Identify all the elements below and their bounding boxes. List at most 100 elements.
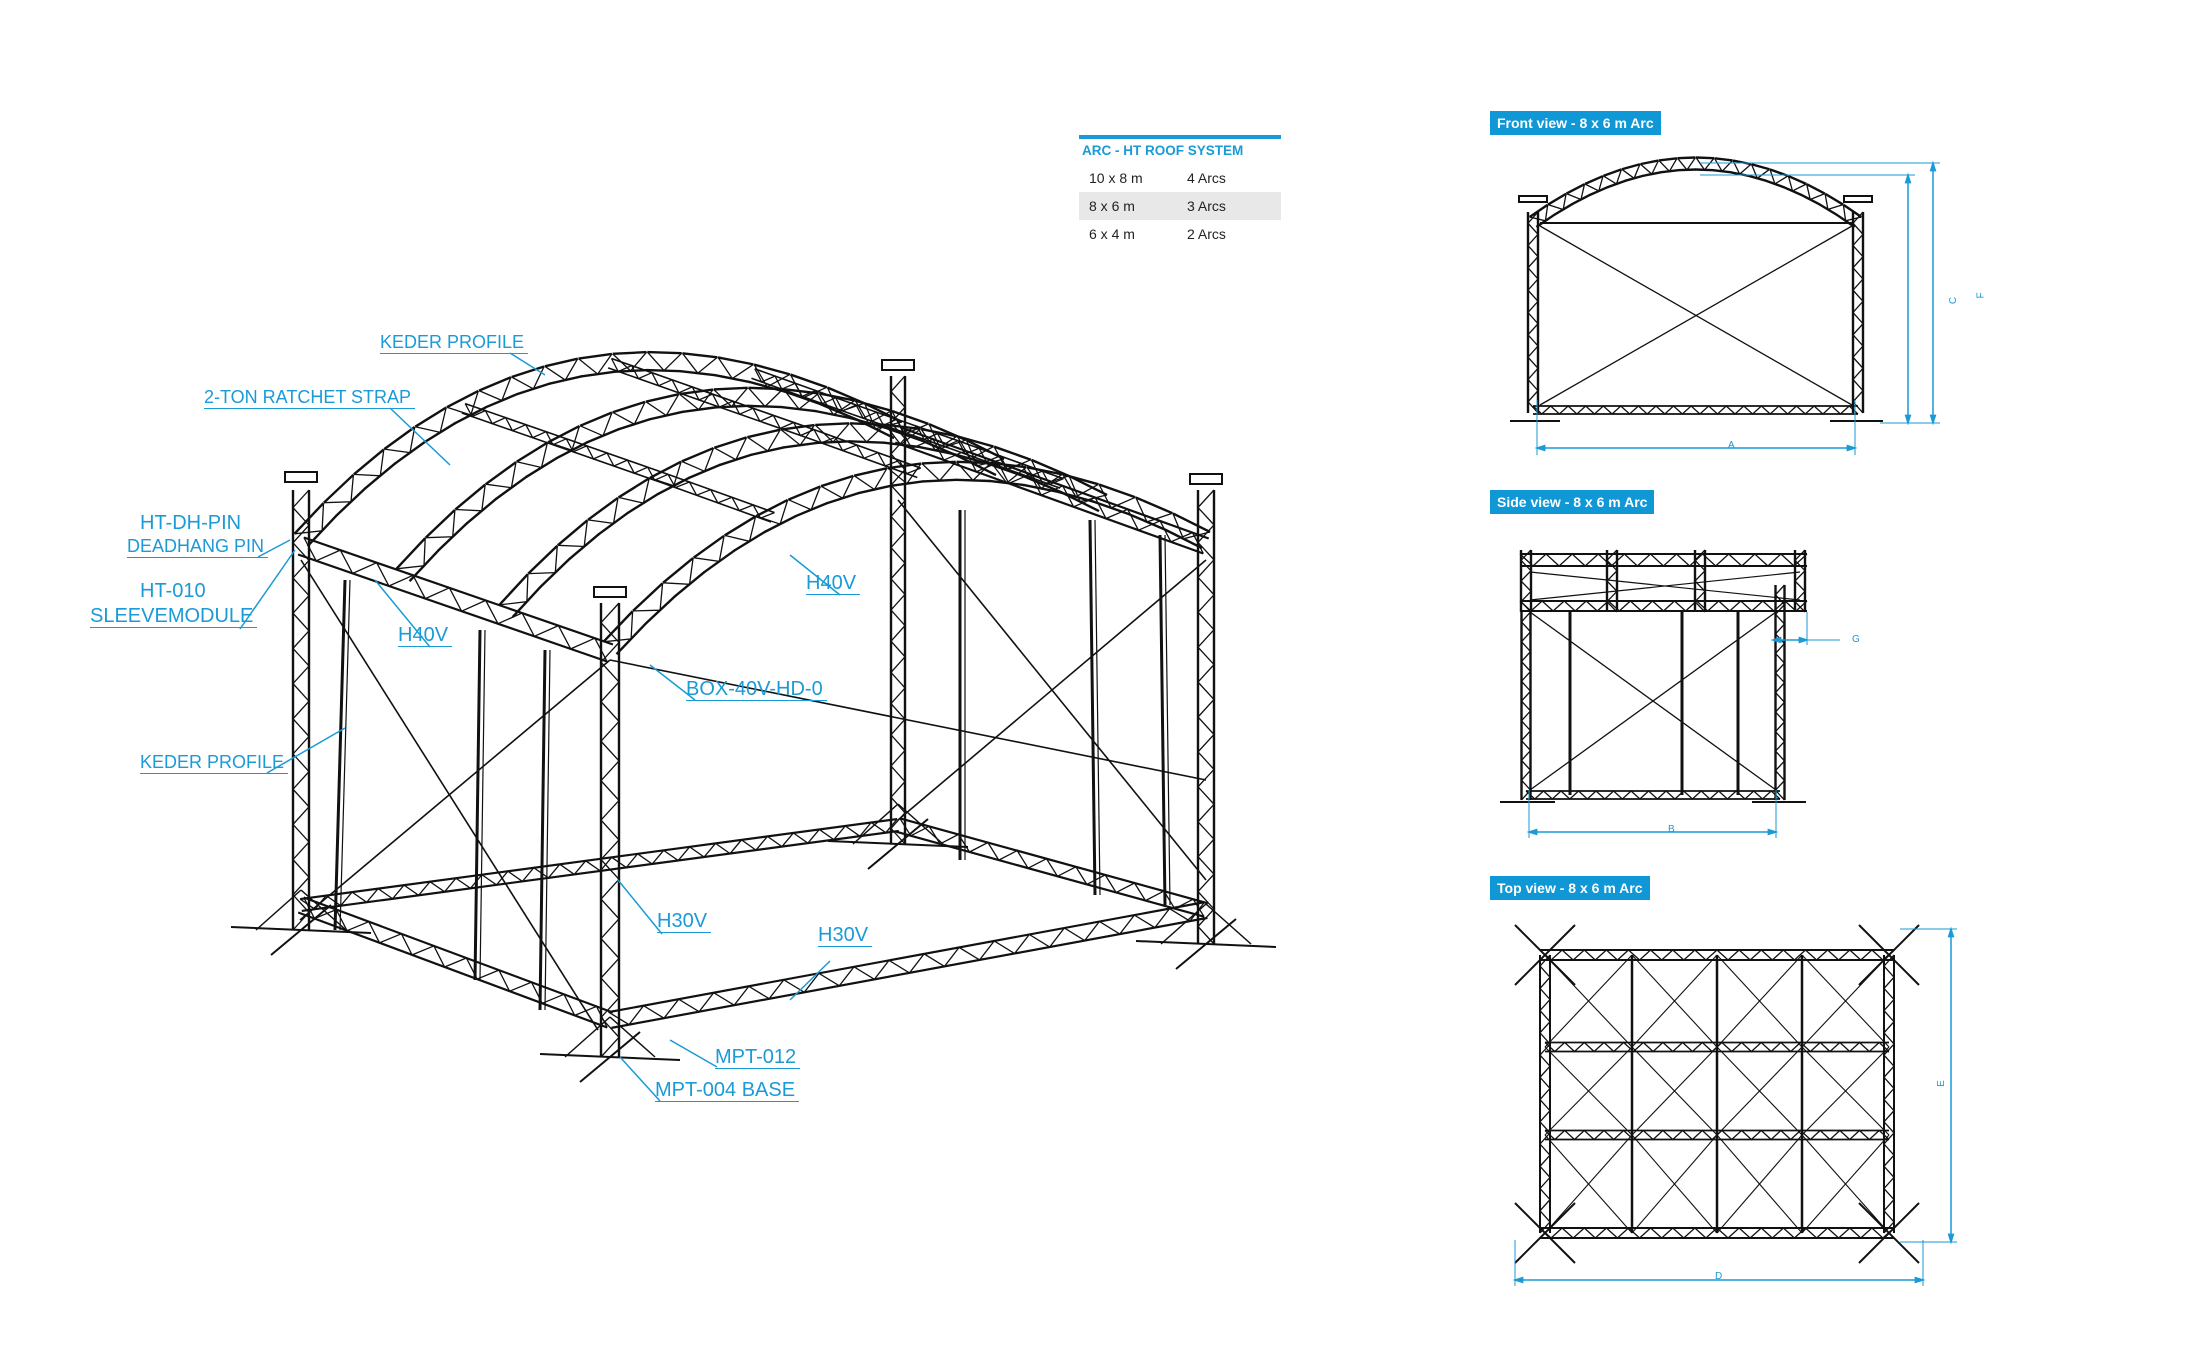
dimension-arrow xyxy=(1914,1276,1926,1284)
size-cell: 8 x 6 m xyxy=(1089,198,1135,214)
arc-segment xyxy=(747,386,784,409)
truss-lacing xyxy=(1520,549,1532,613)
dimension-arrow xyxy=(1947,926,1955,938)
side-column xyxy=(1520,611,1532,801)
truss-chord xyxy=(353,448,385,476)
truss-chord xyxy=(993,445,1032,461)
truss-lacing xyxy=(1769,169,1789,185)
truss-lacing xyxy=(579,412,613,437)
top-brace xyxy=(1716,1134,1803,1234)
purlin xyxy=(461,402,567,449)
arc-segment xyxy=(617,477,660,514)
top-plate xyxy=(284,471,318,483)
arc-segment xyxy=(1835,203,1863,228)
truss-chord xyxy=(1565,183,1586,195)
eave-beam xyxy=(297,536,614,663)
truss-lacing xyxy=(820,475,854,500)
dimension-lines xyxy=(1512,160,1957,1286)
top-brace xyxy=(1544,954,1633,1048)
truss-lacing xyxy=(544,358,579,382)
arc-segment xyxy=(680,352,718,377)
dimension-arrow xyxy=(1534,444,1546,452)
truss-chord xyxy=(547,425,580,444)
arc-segment xyxy=(713,436,753,467)
truss-lacing xyxy=(1135,497,1173,523)
outrigger xyxy=(270,904,332,956)
base-beam xyxy=(608,901,1208,1029)
truss-lacing xyxy=(603,611,634,643)
truss-lacing xyxy=(618,478,650,504)
arc-segment xyxy=(1057,473,1099,503)
arcs-cell: 2 Arcs xyxy=(1187,226,1226,242)
truss-chord xyxy=(820,474,854,488)
top-brace xyxy=(1631,954,1718,1048)
top-plate xyxy=(881,359,915,371)
arc-segment xyxy=(1528,203,1556,228)
truss-lacing xyxy=(849,422,886,443)
truss-lacing xyxy=(681,447,715,473)
outrigger xyxy=(867,818,929,870)
truss-lacing xyxy=(884,424,921,446)
truss-chord xyxy=(956,460,991,465)
truss-chord xyxy=(1528,203,1549,219)
top-plate xyxy=(1843,195,1873,203)
truss-lacing xyxy=(299,818,898,911)
top-plate xyxy=(1189,473,1223,485)
keder-upright xyxy=(1164,534,1171,906)
truss-lacing xyxy=(1676,157,1697,171)
truss-chord xyxy=(484,461,517,486)
truss-lacing xyxy=(415,407,447,434)
truss-chord xyxy=(464,402,567,440)
truss-chord xyxy=(414,406,447,428)
truss-lacing xyxy=(713,387,749,408)
truss-lacing xyxy=(1520,611,1532,801)
truss-chord xyxy=(454,483,486,511)
truss-lacing xyxy=(1621,163,1641,180)
leader-line xyxy=(619,1056,661,1102)
truss-lacing xyxy=(1068,475,1108,503)
truss-lacing xyxy=(292,489,310,931)
outrigger xyxy=(1858,924,1920,986)
truss-chord xyxy=(1824,192,1844,206)
truss-chord xyxy=(662,557,694,584)
side-brace xyxy=(1529,611,1777,791)
truss-chord xyxy=(515,441,549,463)
truss-chord xyxy=(478,376,512,392)
truss-chord xyxy=(1062,473,1099,486)
leader-line xyxy=(789,960,831,1001)
size-cell: 10 x 8 m xyxy=(1089,170,1143,186)
truss-lacing xyxy=(646,351,683,372)
truss-lacing xyxy=(499,573,529,606)
keder-upright xyxy=(1094,519,1101,896)
truss-lacing xyxy=(747,429,781,452)
arc-segment xyxy=(323,473,367,517)
top-brace xyxy=(1544,1046,1633,1136)
leader-line xyxy=(509,352,546,376)
truss-chord xyxy=(957,435,994,448)
arc-segment xyxy=(511,365,550,396)
truss-lacing xyxy=(818,393,856,416)
truss-lacing xyxy=(396,538,426,570)
label-ratchet-strap: 2-TON RATCHET STRAP xyxy=(204,386,416,409)
truss-chord xyxy=(682,352,718,359)
leader-line xyxy=(669,1039,718,1068)
truss-chord xyxy=(713,436,747,449)
truss-chord xyxy=(1658,157,1678,162)
dim-label-c: C xyxy=(1948,296,1960,305)
outrigger xyxy=(1514,1202,1576,1264)
truss-lacing xyxy=(855,404,959,448)
truss-lacing xyxy=(303,537,608,662)
truss-lacing xyxy=(323,474,355,504)
label-h30v-column: H30V xyxy=(657,910,712,933)
truss-chord xyxy=(383,426,416,451)
leader-line xyxy=(374,579,431,648)
arc-segment xyxy=(414,406,457,443)
truss-lacing xyxy=(528,545,558,575)
truss-lacing xyxy=(1695,157,1715,171)
leader-line xyxy=(617,879,663,935)
truss-lacing xyxy=(516,442,549,469)
dimension-arrow xyxy=(1904,172,1912,184)
truss-chord xyxy=(957,439,1064,480)
truss-lacing xyxy=(1794,549,1806,613)
